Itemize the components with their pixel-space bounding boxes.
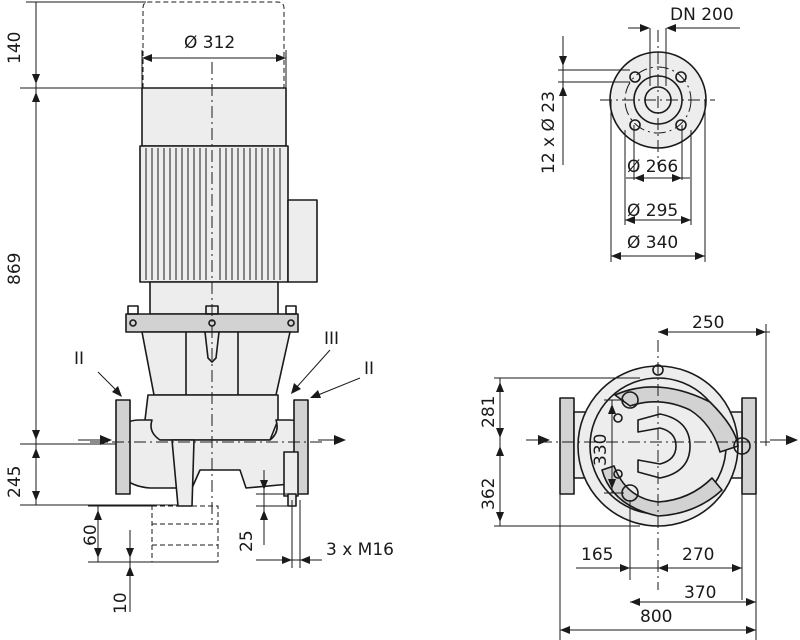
dim-25: 25	[237, 530, 257, 552]
flange-view: DN 200 12 x Ø 23 Ø 266 Ø 295 Ø 340	[539, 5, 740, 262]
dim-245: 245	[5, 466, 25, 498]
top-view: 250 281 362 330 165 270 370	[479, 313, 798, 640]
dim-60: 60	[81, 524, 101, 546]
dim-d340: Ø 340	[627, 233, 678, 253]
dim-800: 800	[640, 607, 672, 627]
inner-passage	[637, 413, 691, 479]
callout-iii: III	[324, 329, 339, 349]
lantern-housing	[141, 331, 291, 396]
dim-dn200: DN 200	[670, 5, 734, 25]
dim-d295: Ø 295	[627, 201, 678, 221]
vertical-dimension-chain	[20, 1, 178, 506]
volute	[614, 386, 739, 453]
callout-ii-right: II	[364, 359, 374, 379]
dim-thread-m16: 3 x M16	[326, 540, 394, 560]
dim-312: Ø 312	[184, 33, 235, 53]
dim-312-lines	[141, 50, 287, 88]
dim-60-10-lines	[88, 505, 218, 612]
motor-lower-housing	[149, 281, 279, 315]
dim-d266: Ø 266	[627, 157, 678, 177]
callout-ii-left: II	[74, 349, 84, 369]
top-inlet-flange	[559, 397, 575, 495]
dim-12xd23: 12 x Ø 23	[539, 91, 559, 174]
dim-281: 281	[479, 396, 499, 428]
pump-foot-right	[283, 451, 299, 497]
flow-arrows-front	[78, 435, 346, 445]
pump-foot	[171, 439, 195, 507]
motor-cooling-fins	[145, 148, 281, 280]
flange-bolt-holes	[629, 71, 687, 131]
motor-removal-space	[142, 1, 285, 88]
inlet-flange	[115, 399, 131, 495]
motor-top-cap	[141, 87, 287, 147]
dim-140: 140	[5, 32, 25, 64]
foundation-outline	[151, 505, 219, 563]
callout-leaders	[97, 349, 361, 398]
dim-10: 10	[111, 592, 131, 614]
dim-330: 330	[591, 434, 611, 466]
dim-869: 869	[5, 253, 25, 285]
motor-body	[139, 145, 289, 283]
dim-250: 250	[692, 313, 724, 333]
terminal-box	[287, 199, 318, 283]
dim-362: 362	[479, 478, 499, 510]
front-view: II III II 140 869 245 Ø 312	[5, 1, 394, 614]
dim-165: 165	[581, 545, 613, 565]
top-outlet-flange	[741, 397, 757, 495]
dim-270: 270	[682, 545, 714, 565]
dim-370: 370	[684, 583, 716, 603]
dim-25-thread-lines	[256, 470, 322, 568]
